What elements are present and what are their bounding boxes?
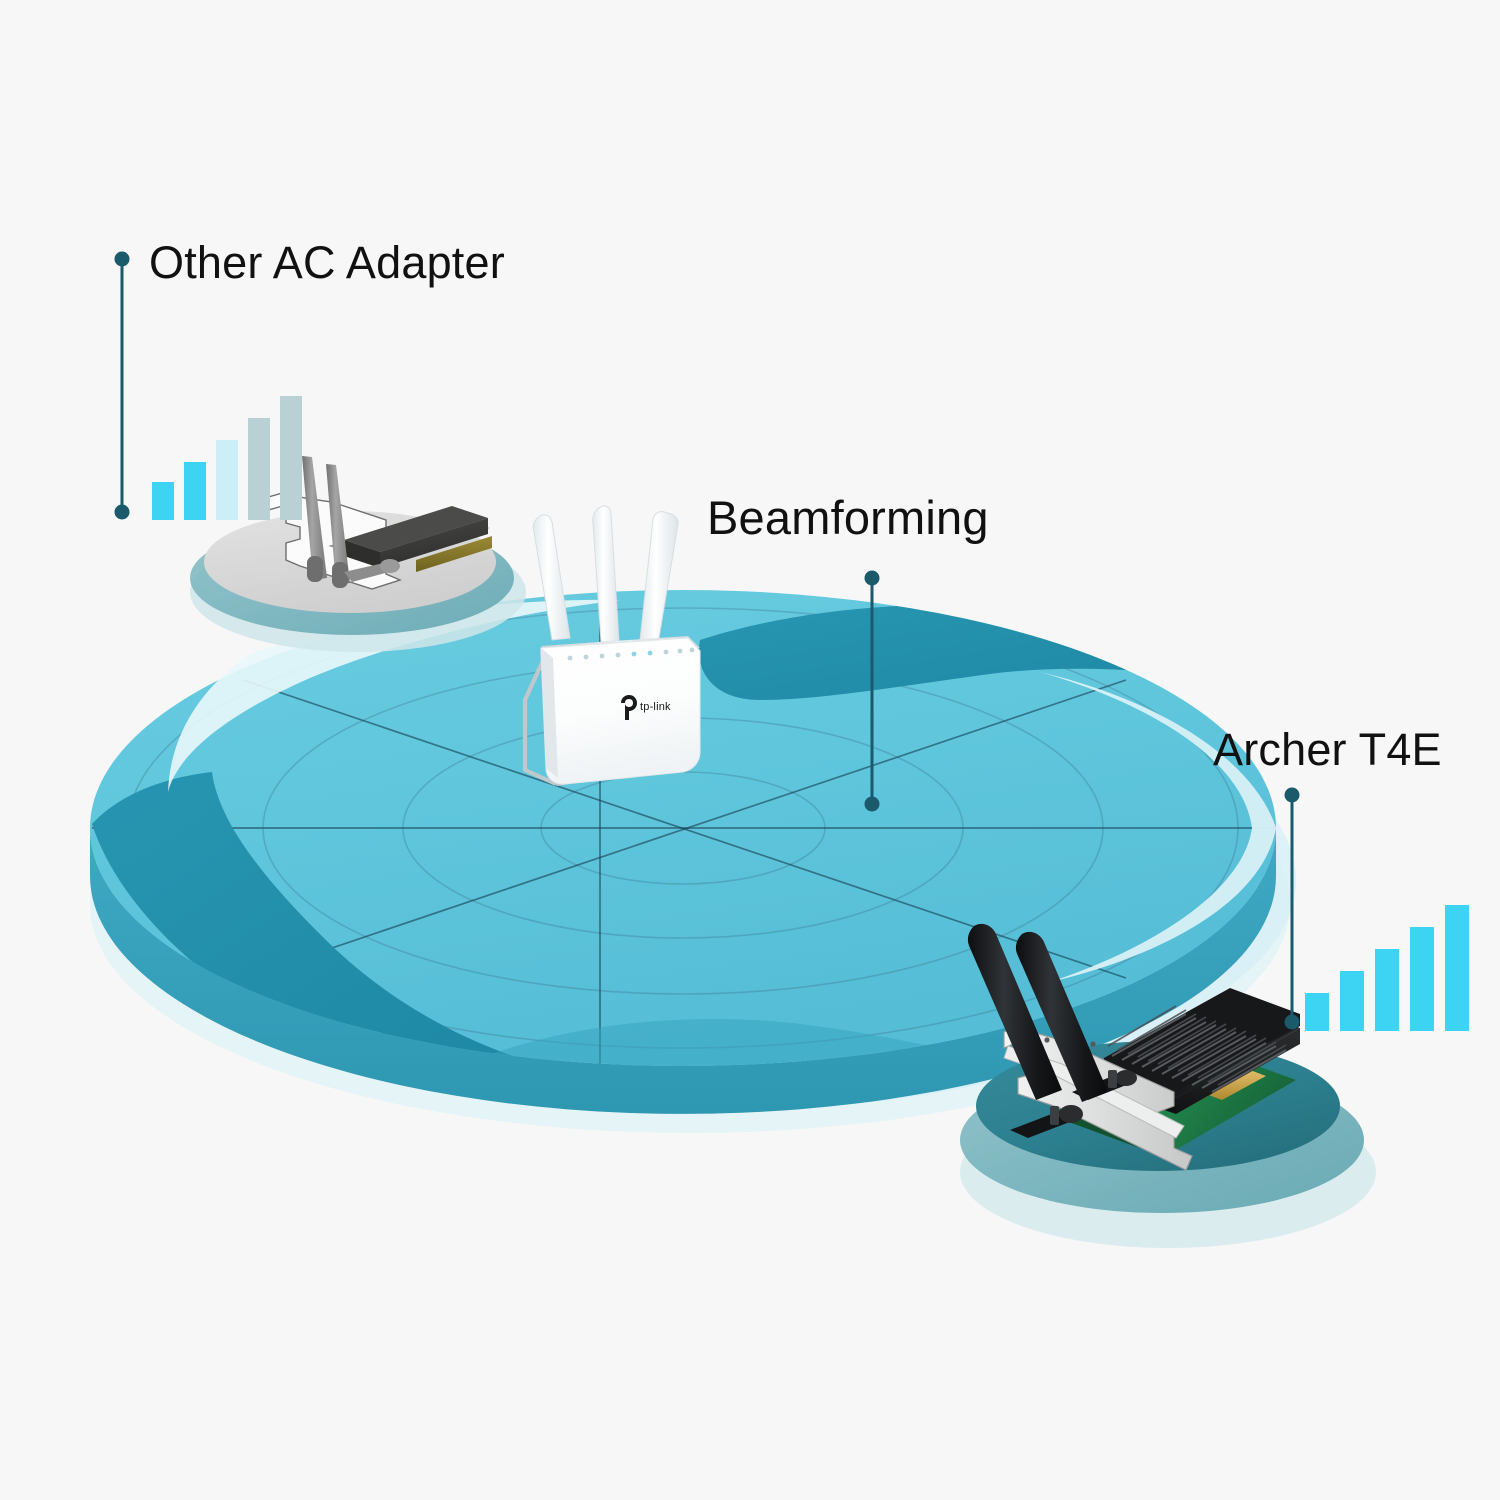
tplink-router: tp-link (522, 505, 701, 787)
other-antenna-base-1 (307, 556, 323, 582)
archer-t4e-signal-bars (1305, 905, 1469, 1031)
other-antenna-1 (302, 456, 327, 580)
other-card-heatsink-front (344, 540, 380, 568)
t4e-antenna-2 (1015, 931, 1108, 1102)
t4e-bar-3 (1375, 949, 1399, 1031)
other-bar-1 (152, 482, 174, 520)
dome-right-highlight (1040, 672, 1276, 982)
other-card-heatsink-side (380, 518, 488, 568)
router-antennas (532, 505, 679, 645)
other-adapter-leader (114, 251, 130, 520)
other-bar-3 (216, 440, 238, 520)
other-card-antennas (302, 456, 400, 588)
t4e-leader-dot-bottom (1284, 1014, 1300, 1030)
label-archer-t4e: Archer T4E (1213, 724, 1442, 775)
svg-text:tp-link: tp-link (640, 701, 671, 713)
t4e-antennas (967, 923, 1108, 1102)
t4e-bar-4 (1410, 927, 1434, 1031)
other-card-edge-connector (416, 536, 492, 572)
t4e-bar-2 (1340, 971, 1364, 1031)
other-antenna-connector-cap (380, 559, 400, 573)
other-bar-2 (184, 462, 206, 520)
beam-leader-dot-top (864, 570, 880, 586)
router-brand-logo: tp-link (621, 695, 671, 720)
archer-t4e-card (967, 923, 1300, 1171)
dome-left-highlight (168, 599, 620, 792)
archer-t4e-leader (1284, 787, 1300, 1030)
router-led-indicators (567, 647, 695, 661)
other-antenna-base-2 (332, 562, 348, 588)
beam-lobe-left (92, 772, 560, 1066)
other-bar-5 (280, 396, 302, 520)
router-body (540, 637, 701, 785)
label-other-ac-adapter: Other AC Adapter (149, 237, 505, 288)
t4e-heatsink-fins (1104, 988, 1300, 1093)
other-adapter-signal-bars (152, 396, 302, 520)
other-leader-dot-bottom (114, 504, 130, 520)
t4e-bar-5 (1445, 905, 1469, 1031)
other-leader-dot-top (114, 251, 130, 267)
t4e-antenna-dot-1 (1044, 1037, 1050, 1043)
beamforming-leader (864, 570, 880, 812)
dome-rim-side (90, 828, 1276, 1114)
label-beamforming: Beamforming (707, 491, 989, 544)
other-card-heatsink-top (344, 506, 488, 552)
t4e-leader-dot-top (1284, 787, 1300, 803)
router-antenna-1 (532, 514, 571, 641)
other-bar-4 (248, 418, 270, 520)
t4e-antenna-dot-2 (1090, 1041, 1096, 1047)
router-side (541, 648, 558, 778)
t4e-bar-1 (1305, 993, 1329, 1031)
t4e-antenna-1 (967, 923, 1062, 1100)
beam-leader-dot-bottom (864, 796, 880, 812)
other-antenna-2 (326, 464, 350, 585)
